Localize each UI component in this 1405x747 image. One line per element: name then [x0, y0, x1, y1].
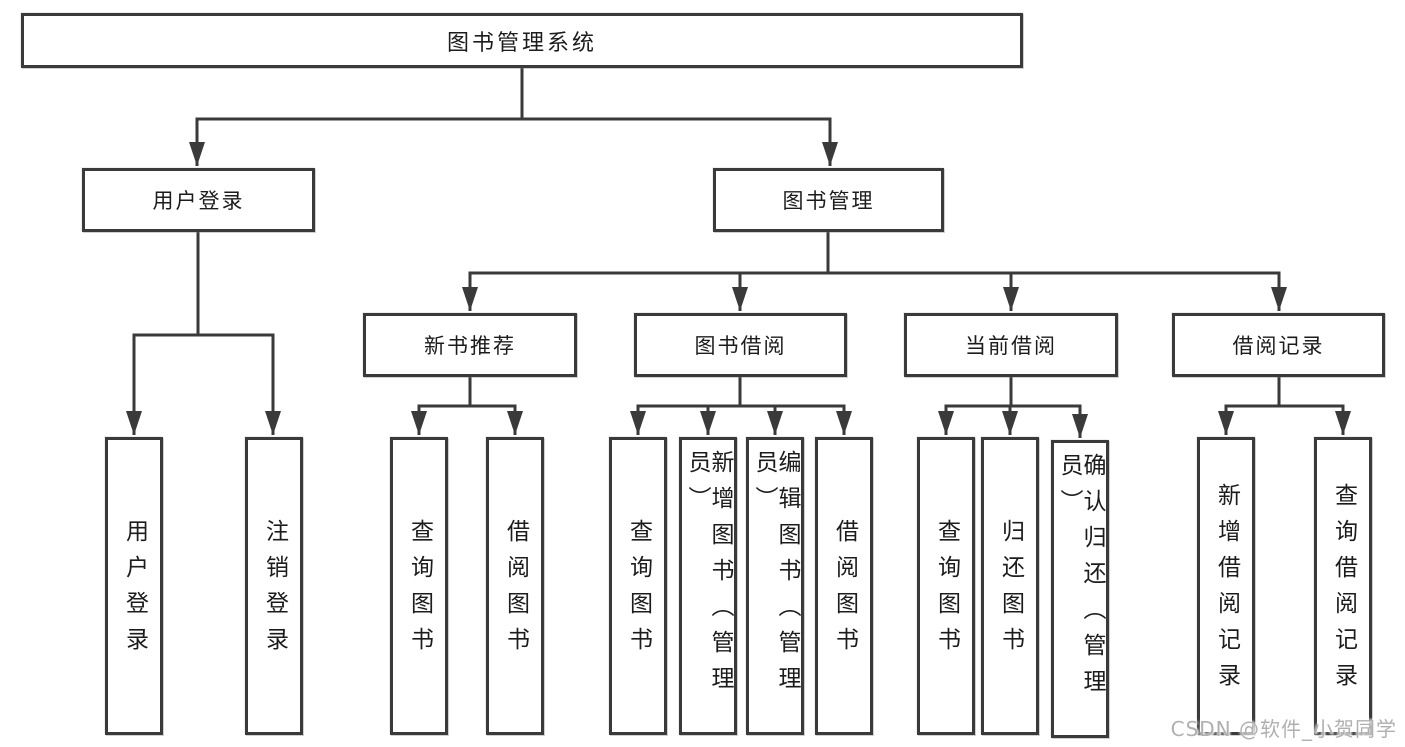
leaf-edit-books-admin: 编辑图书（管理员） [746, 437, 804, 735]
leaf-query-books-current: 查询图书 [917, 437, 975, 735]
leaf-query-books-newbook: 查询图书 [390, 437, 448, 735]
node-borrowing-records: 借阅记录 [1172, 313, 1385, 377]
csdn-watermark: CSDN @软件_小贺同学 [1170, 717, 1397, 741]
node-user-login: 用户登录 [82, 168, 315, 232]
leaf-add-borrow-record: 新增借阅记录 [1197, 437, 1255, 735]
node-book-management: 图书管理 [713, 168, 944, 232]
leaf-query-books-borrow: 查询图书 [609, 437, 667, 735]
leaf-logout-login: 注销登录 [245, 437, 303, 735]
leaf-borrow-books-newbook: 借阅图书 [486, 437, 544, 735]
leaf-return-books: 归还图书 [981, 437, 1039, 735]
leaf-query-borrow-record: 查询借阅记录 [1314, 437, 1372, 735]
node-new-book-recommend: 新书推荐 [363, 313, 577, 377]
leaf-user-login: 用户登录 [105, 437, 163, 735]
node-library-system: 图书管理系统 [21, 13, 1023, 68]
leaf-confirm-return-admin: 确认归还（管理员） [1051, 440, 1109, 738]
node-current-borrowing: 当前借阅 [904, 313, 1118, 377]
node-book-borrowing: 图书借阅 [634, 313, 847, 377]
leaf-borrow-books: 借阅图书 [815, 437, 873, 735]
leaf-add-books-admin: 新增图书（管理员） [679, 437, 737, 735]
